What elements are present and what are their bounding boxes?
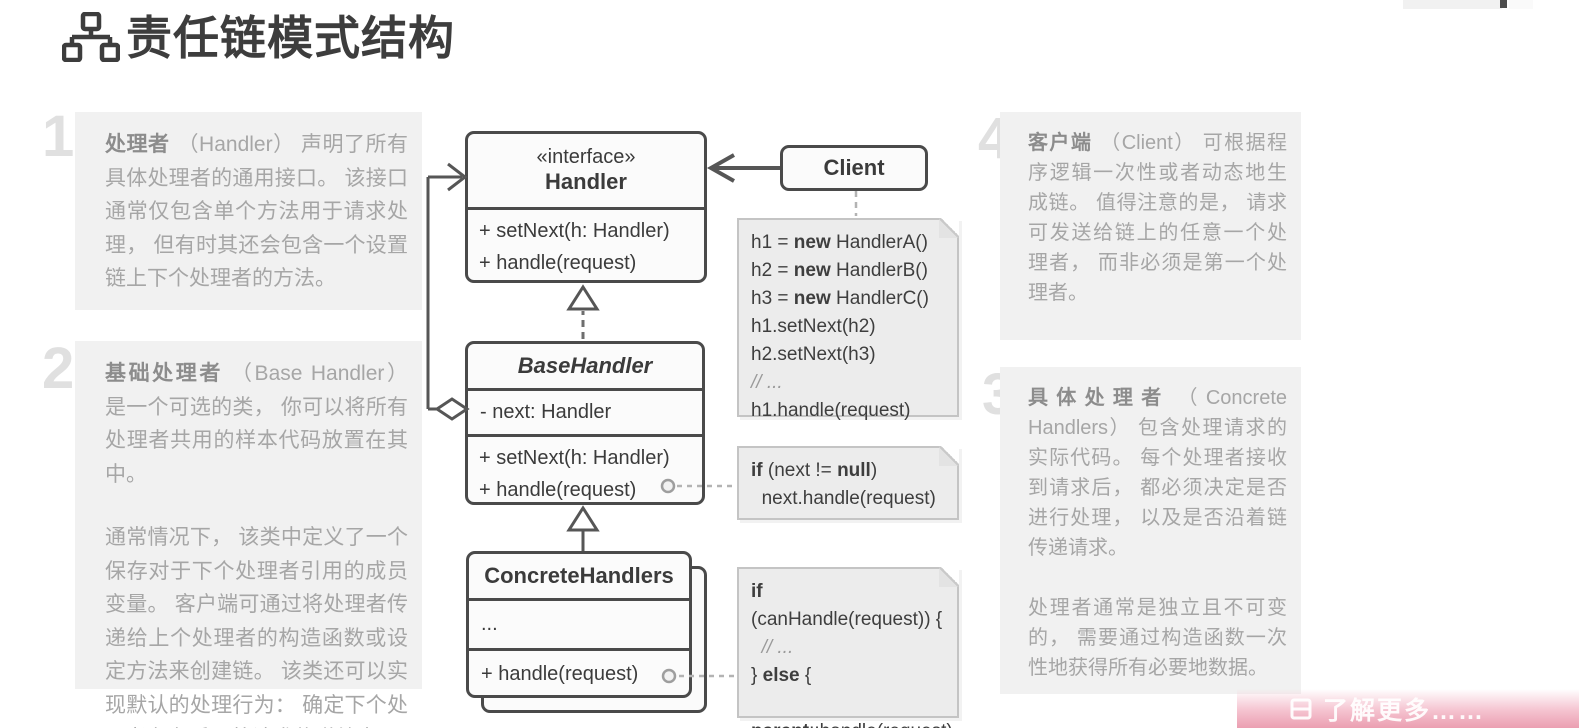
learn-more-label: 了解更多…… bbox=[1323, 696, 1486, 725]
uml-ellipsis: ... bbox=[469, 601, 689, 651]
code-note-concrete-handle: if (canHandle(request)) { // ...} else {… bbox=[737, 567, 959, 728]
uml-class-base-handler: BaseHandler - next: Handler + setNext(h:… bbox=[465, 341, 705, 505]
uml-class-client: Client bbox=[780, 145, 928, 191]
annotation-panel-concrete-handlers: 具体处理者（Concrete Handlers） 包含处理请求的实际代码。 每个… bbox=[1000, 367, 1301, 694]
uml-stereotype: «interface» bbox=[536, 146, 636, 168]
uml-class-name: BaseHandler bbox=[468, 344, 702, 391]
uml-method: + handle(request) bbox=[481, 663, 639, 685]
uml-class-name: ConcreteHandlers bbox=[469, 554, 689, 601]
note-fold-corner-icon bbox=[939, 446, 959, 466]
annotation-panel-handler: 处理者（Handler） 声明了所有具体处理者的通用接口。 该接口通常仅包含单个… bbox=[75, 112, 422, 310]
annotation-panel-client: 客户端（Client） 可根据程序逻辑一次性或者动态地生成链。 值得注意的是， … bbox=[1000, 112, 1301, 340]
inheritance-connector bbox=[566, 505, 600, 551]
uml-class-name: Handler bbox=[545, 169, 627, 194]
annotation-panel-base-handler: 基础处理者（Base Handler） 是一个可选的类， 你可以将所有处理者共用… bbox=[75, 341, 422, 728]
panel-lead: 基础处理者 bbox=[105, 362, 223, 385]
panel-text: 处理者通常是独立且不可变的， 需要通过构造函数一次性地获得所有必要地数据。 bbox=[1028, 597, 1287, 679]
code-note-client: h1 = new HandlerA()h2 = new HandlerB()h3… bbox=[737, 218, 959, 421]
uml-methods: + setNext(h: Handler)+ handle(request) bbox=[479, 447, 670, 501]
top-edge-bar bbox=[1403, 0, 1502, 9]
top-edge-marker bbox=[1500, 0, 1507, 8]
code-lines: if (next != null) next.handle(request) bbox=[751, 460, 936, 509]
realization-connector bbox=[566, 284, 600, 339]
code-note-handle: if (next != null) next.handle(request) bbox=[737, 446, 959, 520]
panel-text: （Concrete Handlers） 包含处理请求的实际代码。 每个处理者接收… bbox=[1028, 387, 1288, 559]
uml-class-name: Client bbox=[823, 155, 885, 180]
panel-text: （Base Handler） 是一个可选的类， 你可以将所有处理者共用的样本代码… bbox=[105, 362, 408, 486]
step-number-1: 1 bbox=[42, 104, 75, 169]
panel-text: （Handler） 声明了所有具体处理者的通用接口。 该接口通常仅包含单个方法用… bbox=[105, 133, 409, 290]
book-icon bbox=[1290, 698, 1312, 719]
learn-more-button[interactable]: 了解更多…… bbox=[1237, 689, 1579, 728]
panel-lead: 客户端 bbox=[1028, 132, 1093, 154]
panel-lead: 处理者 bbox=[105, 133, 170, 156]
panel-text: 通常情况下， 该类中定义了一个保存对于下个处理者引用的成员变量。 客户端可通过将… bbox=[105, 526, 408, 728]
note-fold-corner-icon bbox=[939, 567, 959, 587]
page-title: 责任链模式结构 bbox=[126, 12, 455, 64]
code-lines: if (canHandle(request)) { // ...} else {… bbox=[751, 581, 953, 728]
note-fold-corner-icon bbox=[939, 218, 959, 238]
aggregation-connector bbox=[426, 162, 470, 421]
panel-text: （Client） 可根据程序逻辑一次性或者动态地生成链。 值得注意的是， 请求可… bbox=[1028, 132, 1287, 304]
panel-lead: 具体处理者 bbox=[1028, 387, 1170, 409]
code-lines: h1 = new HandlerA()h2 = new HandlerB()h3… bbox=[751, 232, 929, 421]
uml-class-concrete-handlers: ConcreteHandlers ... + handle(request) bbox=[466, 551, 692, 698]
top-edge-tab bbox=[1509, 0, 1533, 9]
structure-icon bbox=[62, 12, 120, 62]
uml-methods: + setNext(h: Handler)+ handle(request) bbox=[479, 220, 670, 274]
uml-field: - next: Handler bbox=[468, 391, 702, 437]
association-arrow bbox=[706, 153, 780, 183]
uml-interface-handler: «interface» Handler + setNext(h: Handler… bbox=[465, 131, 707, 283]
step-number-2: 2 bbox=[42, 336, 75, 401]
